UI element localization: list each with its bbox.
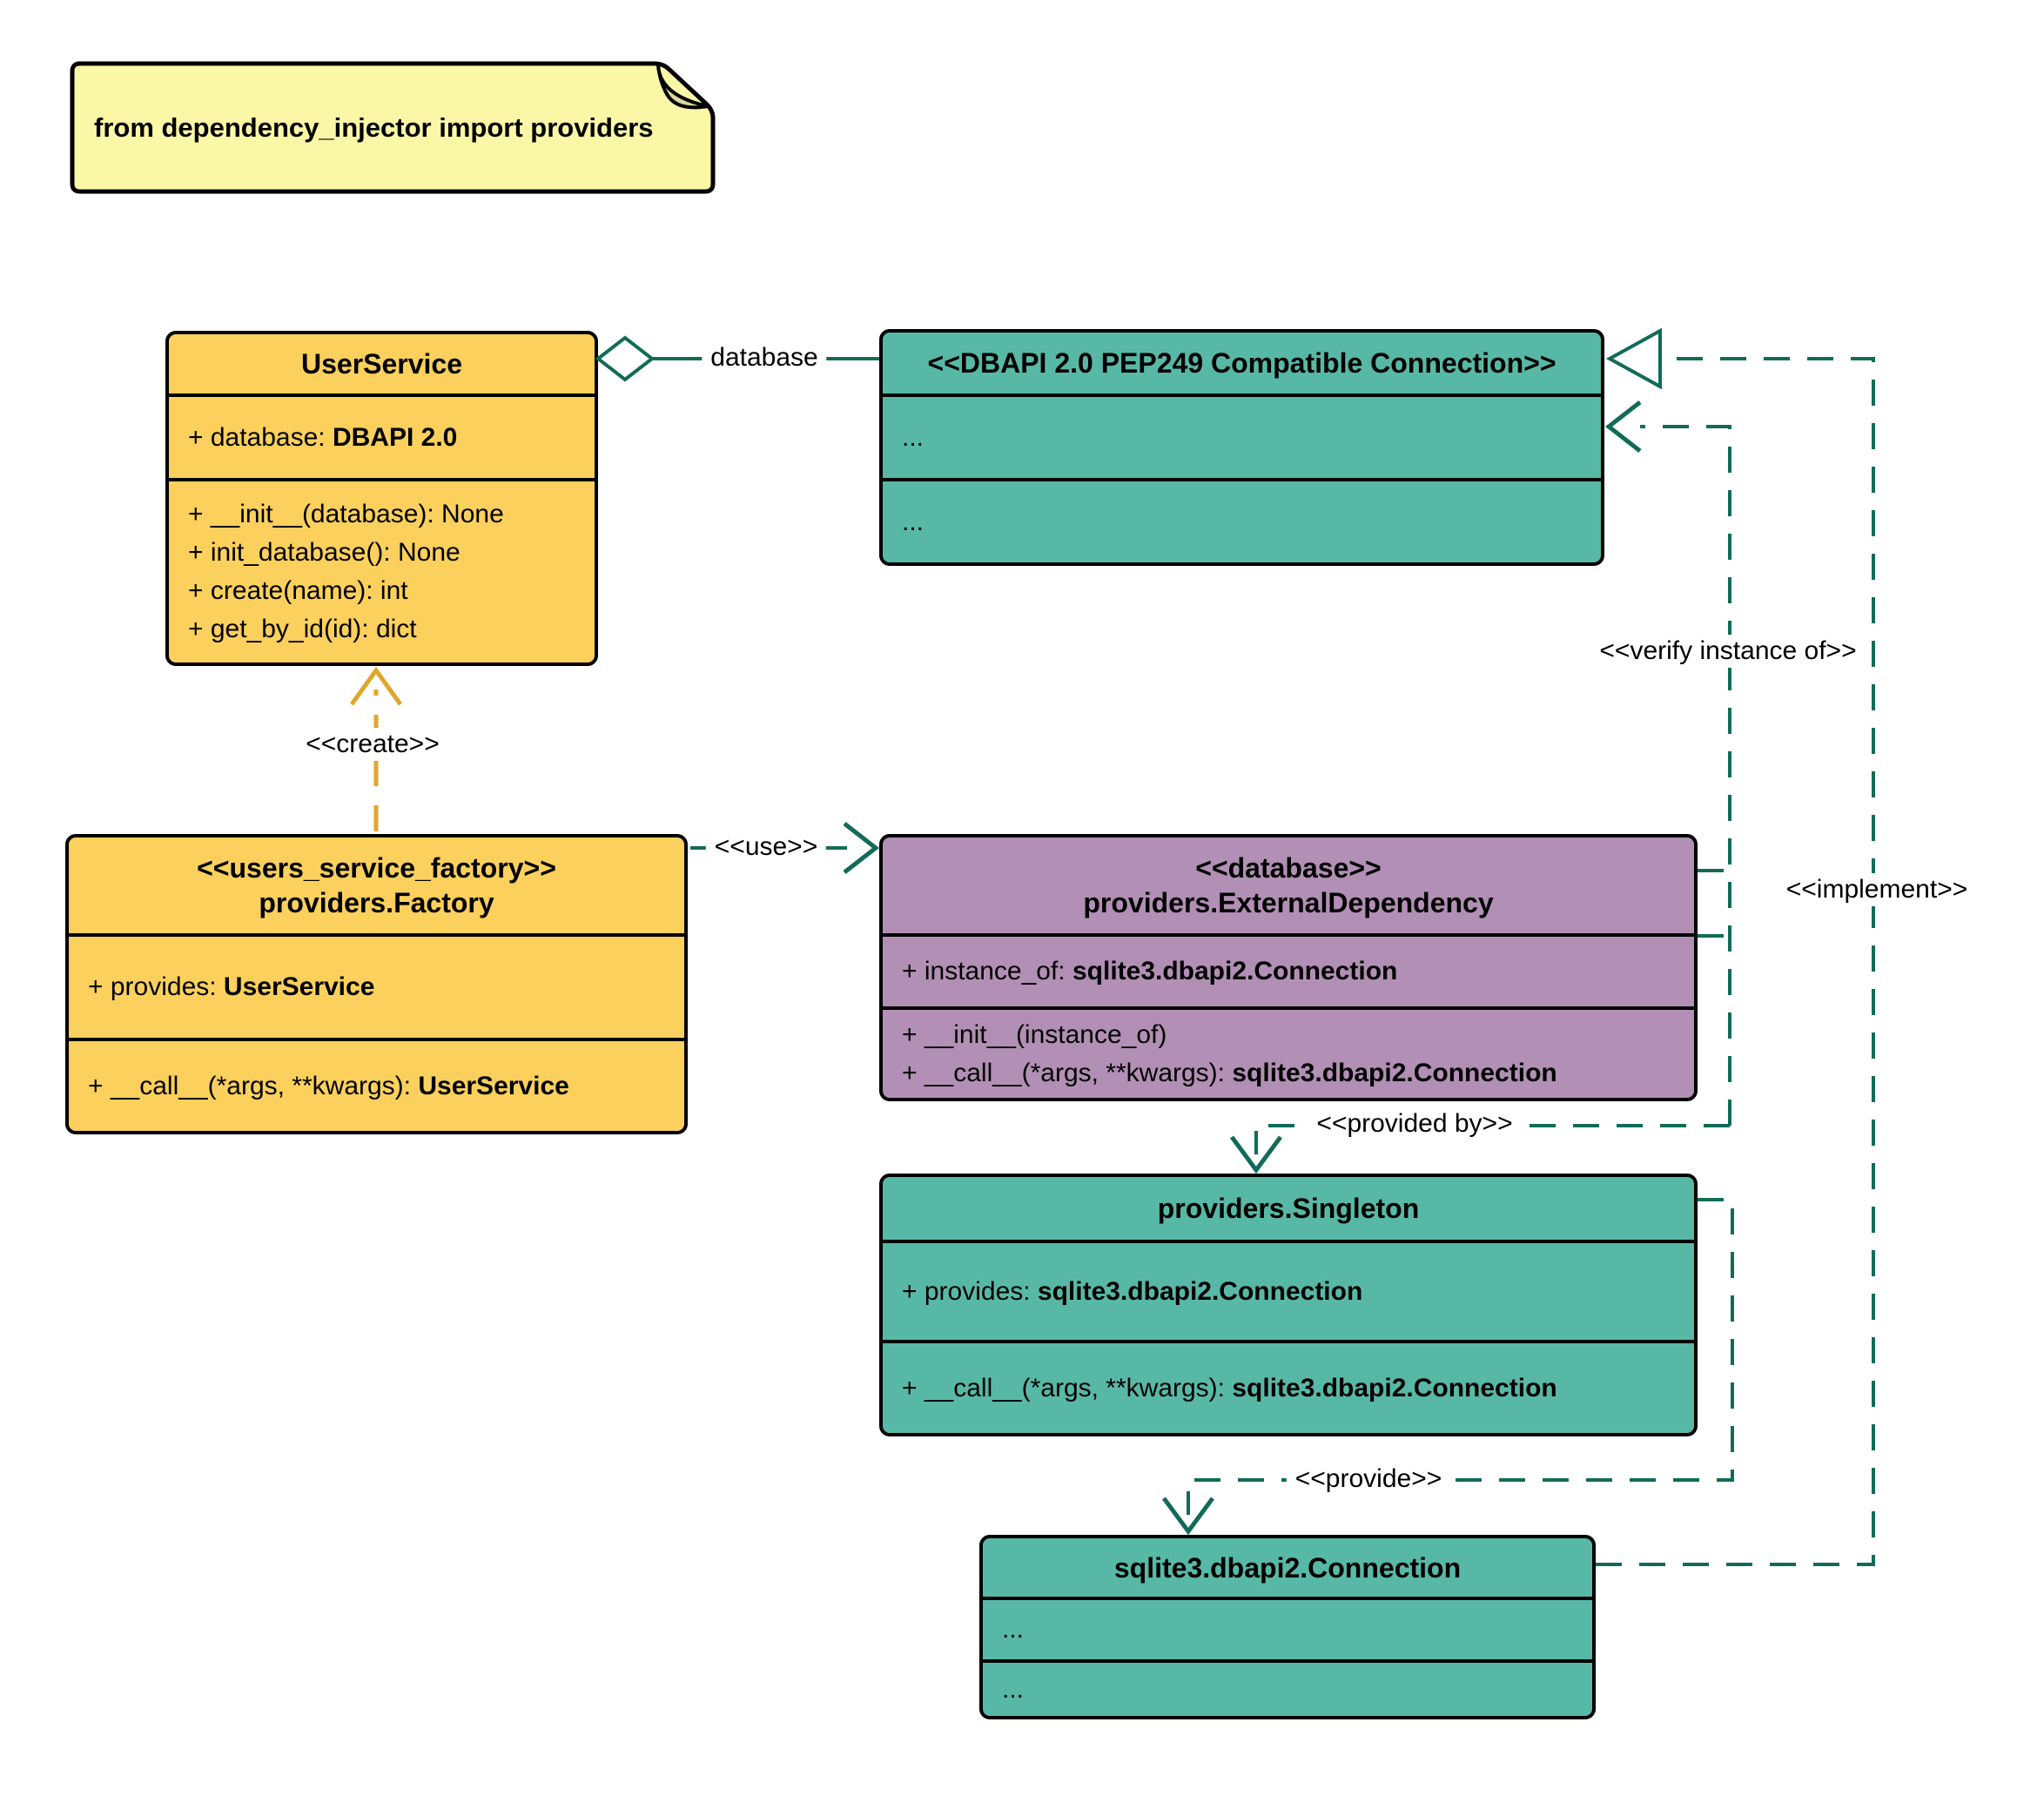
- class-stereotype: <<database>>: [1195, 852, 1382, 884]
- attributes-compartment: + provides: sqlite3.dbapi2.Connection: [883, 1240, 1694, 1340]
- class-dbapi-connection: <<DBAPI 2.0 PEP249 Compatible Connection…: [879, 329, 1604, 566]
- class-title-compartment: UserService: [169, 334, 595, 394]
- method-line: + __call__(*args, **kwargs): sqlite3.dba…: [902, 1373, 1557, 1402]
- class-title-compartment: <<users_service_factory>> providers.Fact…: [69, 837, 684, 933]
- attribute-line: + instance_of: sqlite3.dbapi2.Connection: [902, 957, 1398, 985]
- class-title: providers.Singleton: [1157, 1193, 1420, 1224]
- arrowhead-left-icon: [1604, 400, 1642, 453]
- method-line: + __call__(*args, **kwargs): UserService: [88, 1071, 569, 1100]
- method-line: + create(name): int: [188, 576, 408, 605]
- edge-label-provide: <<provide>>: [1286, 1463, 1451, 1496]
- method-line: + init_database(): None: [188, 538, 461, 567]
- edge-label-implement: <<implement>>: [1777, 873, 1977, 906]
- attribute-line: + provides: UserService: [88, 972, 375, 1001]
- class-sqlite-connection: sqlite3.dbapi2.Connection ... ...: [979, 1535, 1596, 1719]
- attributes-compartment: ...: [883, 394, 1601, 478]
- note-body: [70, 61, 716, 194]
- ellipsis-line: ...: [1002, 1674, 1025, 1704]
- methods-compartment: + __call__(*args, **kwargs): sqlite3.dba…: [883, 1340, 1694, 1433]
- class-title: UserService: [300, 348, 463, 380]
- class-title: providers.ExternalDependency: [1083, 887, 1494, 918]
- ellipsis-line: ...: [902, 422, 925, 452]
- class-title-compartment: sqlite3.dbapi2.Connection: [983, 1538, 1592, 1597]
- method-line: + __init__(instance_of): [902, 1019, 1167, 1049]
- methods-compartment: + __init__(database): None + init_databa…: [169, 478, 595, 663]
- methods-compartment: + __init__(instance_of) + __call__(*args…: [883, 1006, 1694, 1098]
- attributes-compartment: + database: DBAPI 2.0: [169, 394, 595, 478]
- method-line: + get_by_id(id): dict: [188, 615, 417, 643]
- aggregation-diamond-icon: [595, 335, 656, 382]
- attributes-compartment: ...: [983, 1597, 1592, 1659]
- method-line: + __call__(*args, **kwargs): sqlite3.dba…: [902, 1058, 1557, 1087]
- class-title-compartment: providers.Singleton: [883, 1177, 1694, 1240]
- class-singleton: providers.Singleton + provides: sqlite3.…: [879, 1174, 1698, 1436]
- attribute-line: + database: DBAPI 2.0: [188, 422, 458, 452]
- attributes-compartment: + provides: UserService: [69, 933, 684, 1038]
- arrowhead-right-icon: [843, 822, 880, 874]
- ellipsis-line: ...: [1002, 1615, 1025, 1644]
- class-title-compartment: <<database>> providers.ExternalDependenc…: [883, 837, 1694, 933]
- class-external-dependency: <<database>> providers.ExternalDependenc…: [879, 834, 1698, 1101]
- methods-compartment: + __call__(*args, **kwargs): UserService: [69, 1038, 684, 1131]
- arrowhead-down-icon: [1161, 1497, 1215, 1536]
- class-users-service-factory: <<users_service_factory>> providers.Fact…: [65, 834, 688, 1134]
- note-fold-icon: [656, 64, 709, 110]
- edge-label-verify-instance-of: <<verify instance of>>: [1590, 635, 1866, 668]
- edge-label-use: <<use>>: [705, 831, 827, 864]
- note-shape: [70, 61, 716, 194]
- realization-triangle-icon: [1605, 327, 1662, 390]
- note-text: from dependency_injector import provider…: [94, 112, 654, 143]
- attributes-compartment: + instance_of: sqlite3.dbapi2.Connection: [883, 933, 1694, 1006]
- method-line: + __init__(database): None: [188, 500, 504, 528]
- attribute-line: + provides: sqlite3.dbapi2.Connection: [902, 1276, 1363, 1306]
- methods-compartment: ...: [883, 478, 1601, 562]
- ellipsis-line: ...: [902, 507, 925, 536]
- edge-label-database: database: [702, 341, 827, 374]
- edge-label-provided-by: <<provided by>>: [1308, 1107, 1522, 1140]
- arrowhead-up-icon: [349, 666, 403, 706]
- note-import-providers: from dependency_injector import provider…: [70, 61, 719, 195]
- arrowhead-down-icon: [1229, 1135, 1283, 1174]
- methods-compartment: ...: [983, 1659, 1592, 1716]
- class-title: sqlite3.dbapi2.Connection: [1113, 1551, 1462, 1584]
- class-title-compartment: <<DBAPI 2.0 PEP249 Compatible Connection…: [883, 333, 1601, 394]
- edge-label-create: <<create>>: [297, 728, 448, 761]
- class-stereotype: <<users_service_factory>>: [197, 852, 556, 884]
- class-title: providers.Factory: [259, 887, 494, 918]
- class-title: <<DBAPI 2.0 PEP249 Compatible Connection…: [927, 347, 1557, 379]
- class-user-service: UserService + database: DBAPI 2.0 + __in…: [165, 331, 598, 666]
